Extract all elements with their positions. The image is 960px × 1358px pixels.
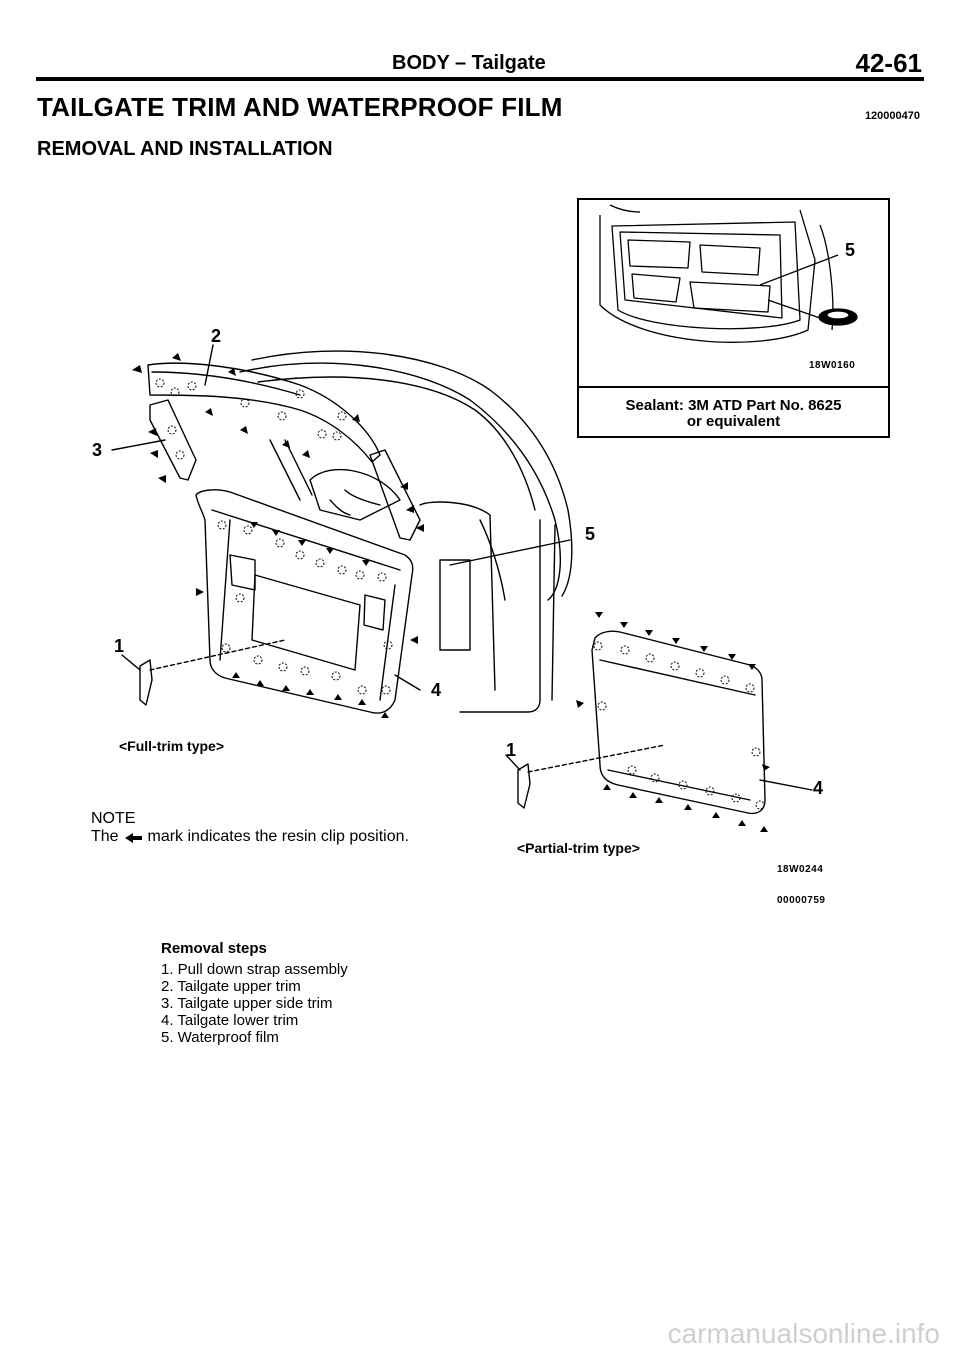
removal-step: 3. Tailgate upper side trim xyxy=(161,995,333,1012)
callout-2: 2 xyxy=(211,326,222,346)
partial-trim-label: <Partial-trim type> xyxy=(517,840,640,856)
removal-step: 4. Tailgate lower trim xyxy=(161,1012,299,1029)
callout-3: 3 xyxy=(92,440,103,460)
removal-step: 1. Pull down strap assembly xyxy=(161,961,348,978)
section-header: BODY – Tailgate xyxy=(392,52,546,74)
note-heading: NOTE xyxy=(91,810,136,827)
note-block: NOTE The mark indicates the resin clip p… xyxy=(91,810,409,846)
watermark: carmanualsonline.info xyxy=(667,1318,940,1349)
sealant-caption-line2: or equivalent xyxy=(686,413,781,430)
partial-figure-id: 18W0244 xyxy=(777,864,824,875)
removal-step: 2. Tailgate upper trim xyxy=(161,978,301,995)
callout-1: 1 xyxy=(114,636,125,656)
full-trim-label: <Full-trim type> xyxy=(119,738,225,754)
inset-callout-5: 5 xyxy=(845,240,856,260)
removal-steps-title: Removal steps xyxy=(161,940,267,957)
partial-callout-4: 4 xyxy=(813,778,824,798)
resin-clip-arrow-icon xyxy=(123,831,143,843)
figure-number: 00000759 xyxy=(777,895,826,906)
document-number: 120000470 xyxy=(864,110,920,122)
partial-callout-1: 1 xyxy=(506,740,517,760)
page-number: 42-61 xyxy=(855,48,923,78)
removal-steps: Removal steps 1. Pull down strap assembl… xyxy=(161,940,348,1046)
header-rule xyxy=(36,77,924,81)
callout-4: 4 xyxy=(431,680,442,700)
removal-step: 5. Waterproof film xyxy=(161,1029,279,1046)
sealant-inset-panel: 5 18W0160 Sealant: 3M ATD Part No. 8625 … xyxy=(577,198,890,438)
note-text-after: mark indicates the resin clip position. xyxy=(147,828,409,845)
sealant-caption-line1: Sealant: 3M ATD Part No. 8625 xyxy=(625,397,842,414)
section-subtitle: REMOVAL AND INSTALLATION xyxy=(37,138,333,160)
page-title: TAILGATE TRIM AND WATERPROOF FILM xyxy=(37,92,563,122)
callout-5: 5 xyxy=(585,524,596,544)
note-text-before: The xyxy=(91,828,119,845)
inset-figure-id: 18W0160 xyxy=(809,360,856,371)
sealant-caption: Sealant: 3M ATD Part No. 8625 or equival… xyxy=(579,398,888,430)
note-text: The mark indicates the resin clip positi… xyxy=(91,828,409,846)
inset-divider xyxy=(579,386,888,388)
